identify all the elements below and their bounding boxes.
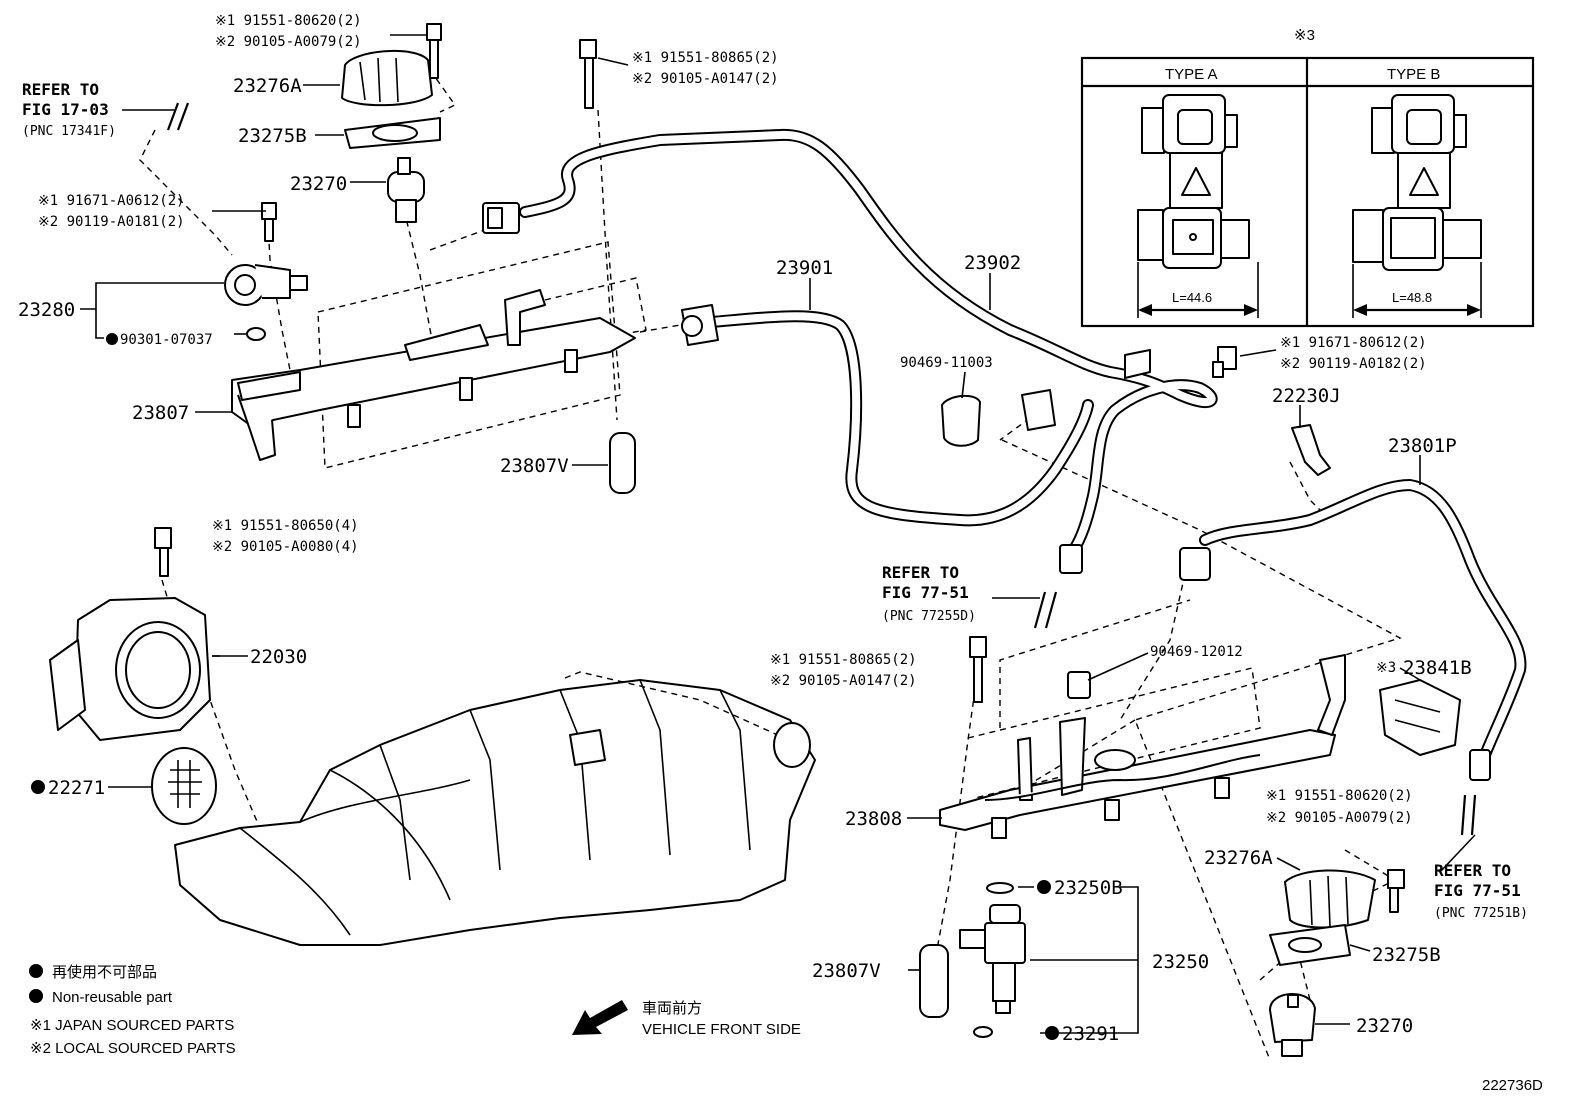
callout-23250B: 23250B [1054,877,1123,899]
bolt-group-4-line2: ※2 90119-A0182(2) [1280,356,1427,372]
callout-23807V-top: 23807V [500,455,569,477]
callout-90469-12012: 90469-12012 [1150,644,1243,660]
callout-22230J: 22230J [1272,385,1341,407]
inset-length-b: L=48.8 [1392,290,1432,305]
ref3-line2: FIG 77-51 [1434,881,1521,900]
callout-23291: 23291 [1062,1023,1119,1045]
callout-23901: 23901 [776,257,833,279]
non-reusable-marker [106,333,118,345]
callout-22030: 22030 [250,646,307,668]
intake-manifold [174,671,816,946]
drawing-id: 222736D [1482,1077,1543,1094]
callout-23250: 23250 [1152,951,1209,973]
fuel-rail-lower [939,654,1346,839]
bolts-top [154,23,1405,913]
fuel-pressure-regulator-bottom [1269,993,1316,1057]
bolt-group-3-line1: ※1 91671-A0612(2) [38,193,185,209]
ref1-line1: REFER TO [22,80,99,99]
fuel-pressure-regulator-top [387,157,425,223]
bolt-group-3-line2: ※2 90119-A0181(2) [38,214,185,230]
callout-23275B-top: 23275B [238,125,307,147]
sensor-22230J [1291,424,1331,476]
bolt-group-2-line2: ※2 90105-A0147(2) [632,71,779,87]
fuel-damper-upper [609,432,636,494]
legend-bullet-jp [29,964,43,978]
fuel-damper-lower [919,944,949,1018]
bolt-group-5-line2: ※2 90105-A0080(4) [212,539,359,555]
legend-jp: 再使用不可部品 [52,964,157,981]
callout-23807V-bottom: 23807V [812,960,881,982]
direction-jp: 車両前方 [642,1000,702,1017]
direction-arrow-icon [572,1000,628,1035]
legend-bullet-en [29,989,43,1003]
pressure-regulator-cover-top [341,49,433,107]
ref1-line2: FIG 17-03 [22,100,109,119]
callout-23807: 23807 [132,402,189,424]
connector-type-inset [1080,56,1535,328]
o-ring [246,327,266,341]
callout-23276A-top: 23276A [233,75,302,97]
callout-23902: 23902 [964,252,1021,274]
ref2-line2: FIG 77-51 [882,583,969,602]
callout-23270-bottom: 23270 [1356,1015,1413,1037]
callout-22271: 22271 [48,777,105,799]
bolt-part-numbers: ※1 91551-80620(2) ※2 90105-A0079(2) ※1 9… [38,13,1427,826]
leader-lines [80,34,1476,1034]
inset-type-a: TYPE A [1165,66,1218,83]
callout-23275B-bottom: 23275B [1372,944,1441,966]
bolt-group-6-line1: ※1 91551-80865(2) [770,652,917,668]
callout-23841B: 23841B [1403,657,1472,679]
fuel-pipes [519,128,1527,761]
bolt-group-5-line1: ※1 91551-80650(4) [212,518,359,534]
ref1-line3: (PNC 17341F) [22,124,116,139]
legend-note2: ※2 LOCAL SOURCED PARTS [30,1040,236,1057]
callout-23801P: 23801P [1388,435,1457,457]
fuel-injector [959,882,1026,1038]
ref2-line1: REFER TO [882,563,959,582]
bolt-group-1-line1: ※1 91551-80620(2) [215,13,362,29]
connector-23841B [1379,679,1461,756]
pressure-regulator-cover-bottom [1284,869,1376,929]
throttle-body [49,597,211,741]
pipe-connectors [482,202,1491,781]
inset-type-b: TYPE B [1387,66,1440,83]
bolt-group-7-line1: ※1 91551-80620(2) [1266,788,1413,804]
legend-note1: ※1 JAPAN SOURCED PARTS [30,1017,234,1034]
callout-90469-11003: 90469-11003 [900,355,993,371]
vehicle-front-direction: 車両前方 VEHICLE FRONT SIDE [572,1000,801,1038]
callout-90301: 90301-07037 [120,332,213,348]
bolt-group-6-line2: ※2 90105-A0147(2) [770,673,917,689]
legend-en: Non-reusable part [52,989,173,1006]
inset-mark: ※3 [1294,27,1315,44]
pulsation-damper [224,264,308,306]
non-reusable-marker [31,780,45,794]
callout-23276A-bottom: 23276A [1204,847,1273,869]
ref2-line3: (PNC 77255D) [882,609,976,624]
clip-90469-12012 [1067,671,1091,699]
direction-en: VEHICLE FRONT SIDE [642,1021,801,1038]
inset-length-a: L=44.6 [1172,290,1212,305]
callout-labels: 23276A 23275B 23270 23280 90301-07037 23… [18,75,1472,1045]
ref3-line3: (PNC 77251B) [1434,906,1528,921]
bolt-group-7-line2: ※2 90105-A0079(2) [1266,810,1413,826]
non-reusable-marker [1045,1026,1059,1040]
bolt-group-1-line2: ※2 90105-A0079(2) [215,34,362,50]
callout-23280: 23280 [18,299,75,321]
figure-references: REFER TO FIG 17-03 (PNC 17341F) REFER TO… [22,80,1528,921]
bolt-group-2-line1: ※1 91551-80865(2) [632,50,779,66]
callout-23808: 23808 [845,808,902,830]
throttle-gasket [151,747,217,825]
fuel-rail-upper [231,289,636,461]
non-reusable-marker [1037,880,1051,894]
callout-23270-top: 23270 [290,173,347,195]
inset-labels: ※3 TYPE A TYPE B L=44.6 L=48.8 [1165,27,1440,305]
ref3-line1: REFER TO [1434,861,1511,880]
pipe-clip [941,394,981,447]
legend: 再使用不可部品 Non-reusable part ※1 JAPAN SOURC… [29,964,236,1057]
reference-stubs [166,102,1477,836]
bolt-group-4-line1: ※1 91671-80612(2) [1280,335,1427,351]
mark3-23841B: ※3 [1376,660,1396,676]
